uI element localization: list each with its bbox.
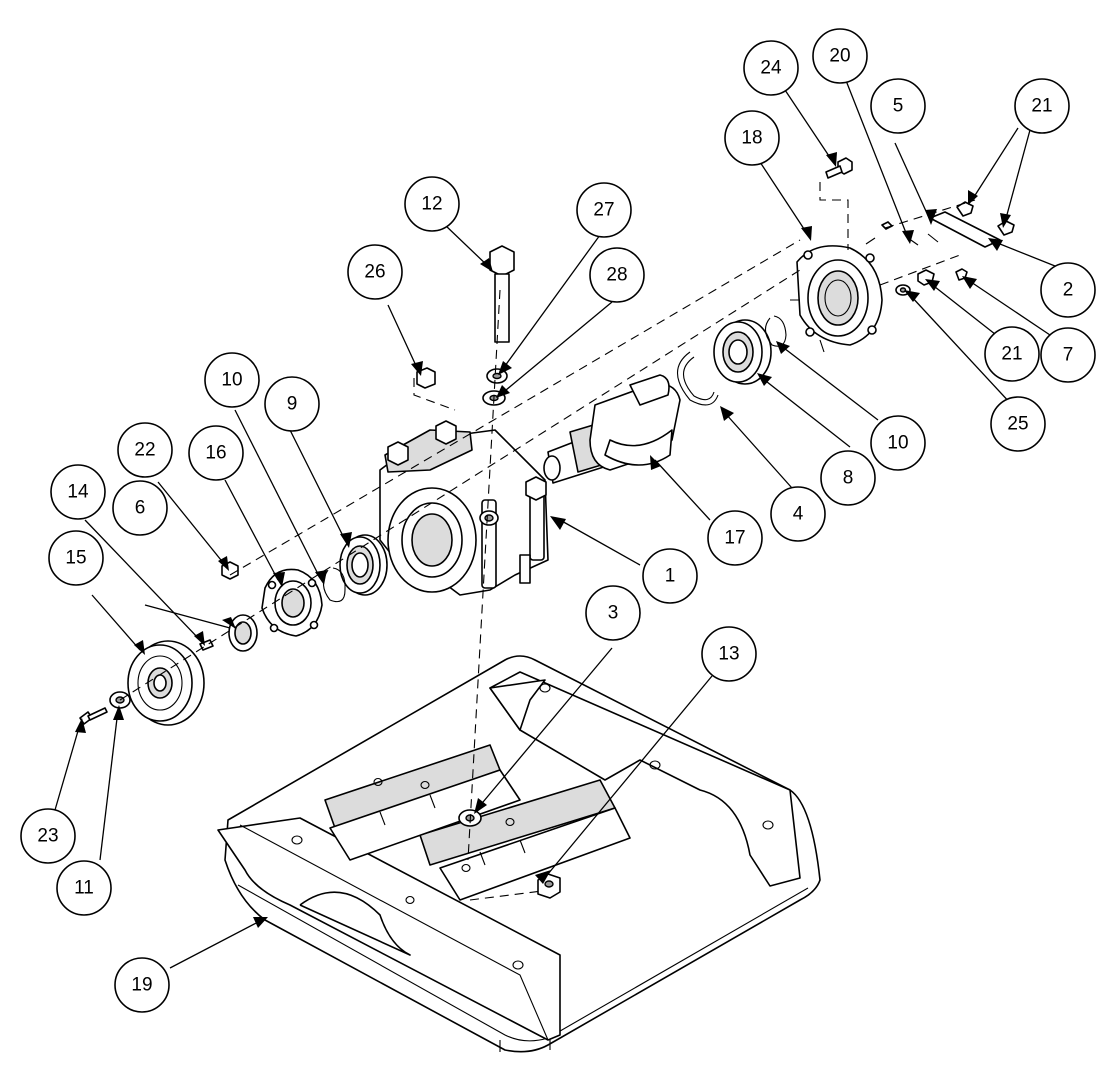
svg-text:22: 22 xyxy=(134,440,155,461)
callout-15: 15 xyxy=(48,530,104,586)
callout-28: 28 xyxy=(589,247,645,303)
svg-text:11: 11 xyxy=(74,878,94,899)
svg-text:25: 25 xyxy=(1007,414,1028,435)
svg-text:3: 3 xyxy=(608,603,619,624)
callout-21-bottom: 21 xyxy=(984,326,1040,382)
seal-left xyxy=(228,614,258,652)
callout-23: 23 xyxy=(20,808,76,864)
exciter-housing xyxy=(379,420,549,596)
svg-text:16: 16 xyxy=(205,443,226,464)
callout-11: 11 xyxy=(56,860,112,916)
callout-1: 1 xyxy=(642,548,698,604)
svg-text:28: 28 xyxy=(606,265,627,286)
svg-text:10: 10 xyxy=(887,433,908,454)
svg-text:18: 18 xyxy=(741,128,762,149)
svg-text:21: 21 xyxy=(1001,344,1022,365)
arrowheads xyxy=(75,152,1011,928)
svg-text:27: 27 xyxy=(593,200,614,221)
svg-text:20: 20 xyxy=(829,46,850,67)
callout-6: 6 xyxy=(112,480,168,536)
bearing-left xyxy=(339,534,388,596)
callout-27: 27 xyxy=(576,182,632,238)
circlip-left xyxy=(322,567,346,603)
svg-text:2: 2 xyxy=(1063,280,1074,301)
callout-4: 4 xyxy=(770,486,826,542)
flange-cover-left xyxy=(261,568,323,637)
svg-text:4: 4 xyxy=(793,504,804,525)
bolt-12 xyxy=(489,245,515,343)
callout-20: 20 xyxy=(812,28,868,84)
callout-16: 16 xyxy=(188,425,244,481)
callout-12: 12 xyxy=(404,176,460,232)
svg-text:1: 1 xyxy=(665,566,676,587)
callout-21-top: 21 xyxy=(1014,78,1070,134)
svg-text:12: 12 xyxy=(421,194,442,215)
svg-text:6: 6 xyxy=(135,498,146,519)
svg-text:23: 23 xyxy=(37,826,58,847)
callout-5: 5 xyxy=(870,78,926,134)
callout-25: 25 xyxy=(990,396,1046,452)
svg-text:9: 9 xyxy=(287,394,298,415)
svg-text:10: 10 xyxy=(221,370,242,391)
svg-text:24: 24 xyxy=(760,58,782,79)
svg-text:14: 14 xyxy=(67,482,89,503)
callout-8: 8 xyxy=(820,450,876,506)
callout-2: 2 xyxy=(1040,262,1096,318)
leader-lines xyxy=(54,77,1056,969)
svg-text:5: 5 xyxy=(893,96,904,117)
callout-17: 17 xyxy=(707,510,763,566)
callout-19: 19 xyxy=(114,957,170,1013)
callout-18: 18 xyxy=(724,110,780,166)
callout-10-left: 10 xyxy=(204,352,260,408)
end-flange xyxy=(790,237,883,353)
screw-23 xyxy=(79,707,108,725)
callout-7: 7 xyxy=(1040,327,1096,383)
callout-10-right: 10 xyxy=(870,415,926,471)
callout-22: 22 xyxy=(117,422,173,478)
callout-26: 26 xyxy=(347,244,403,300)
callout-3: 3 xyxy=(585,585,641,641)
base-plate xyxy=(217,655,821,1053)
circlip-4 xyxy=(676,351,719,406)
callout-14: 14 xyxy=(50,464,106,520)
plug-26 xyxy=(416,367,436,389)
svg-text:8: 8 xyxy=(843,468,854,489)
svg-text:19: 19 xyxy=(131,975,152,996)
svg-text:21: 21 xyxy=(1031,96,1052,117)
callout-9: 9 xyxy=(264,376,320,432)
callout-balloons: 1 2 3 4 5 6 7 8 9 10 10 11 12 13 14 xyxy=(20,28,1096,1013)
callout-24: 24 xyxy=(743,40,799,96)
bearing-right xyxy=(713,319,772,385)
cover-plate-2 xyxy=(881,201,1015,248)
svg-text:13: 13 xyxy=(718,644,739,665)
svg-text:7: 7 xyxy=(1063,345,1074,366)
pulley xyxy=(127,640,205,726)
svg-text:26: 26 xyxy=(364,262,385,283)
eccentric-shaft xyxy=(543,374,681,484)
pins-20-5 xyxy=(907,233,939,246)
callout-13: 13 xyxy=(701,626,757,682)
bolt-24 xyxy=(825,157,853,179)
svg-text:15: 15 xyxy=(65,548,86,569)
svg-text:17: 17 xyxy=(724,528,745,549)
